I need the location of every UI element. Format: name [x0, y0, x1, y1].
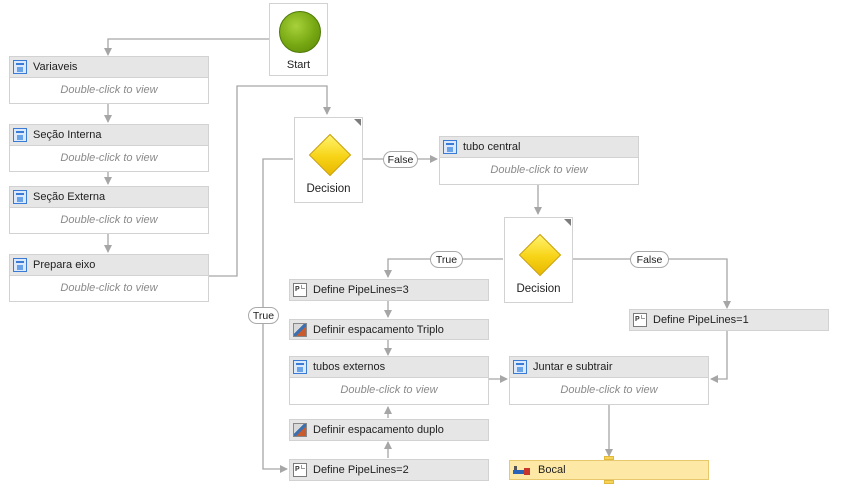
decision1-false-label[interactable]: False [383, 151, 418, 168]
sequence-header: tubos externos [290, 357, 488, 378]
decision1-true-label[interactable]: True [248, 307, 279, 324]
sequence-title: Variaveis [33, 61, 78, 73]
start-label: Start [286, 59, 311, 71]
sequence-title: tubos externos [313, 361, 386, 373]
connection-handle-top[interactable] [604, 456, 614, 460]
decision-label: Decision [306, 183, 351, 195]
decision-node-1[interactable]: Decision [294, 117, 363, 203]
activity-bocal[interactable]: Bocal [509, 460, 709, 480]
sequence-secao-interna[interactable]: Seção Interna Double-click to view [9, 124, 209, 172]
decision2-false-label[interactable]: False [630, 251, 669, 268]
start-node[interactable]: Start [269, 3, 328, 76]
sequence-title: Prepara eixo [33, 259, 96, 271]
decision-diamond-icon [308, 133, 352, 177]
activity-define-pipelines-2[interactable]: P Define PipeLines=2 [289, 459, 489, 481]
assign-activity-icon [293, 423, 307, 437]
code-activity-icon: P [633, 313, 647, 327]
sequence-title: Juntar e subtrair [533, 361, 613, 373]
sequence-icon [13, 258, 27, 272]
sequence-header: Seção Externa [10, 187, 208, 208]
expand-corner-icon [354, 119, 361, 126]
double-click-hint: Double-click to view [60, 152, 158, 164]
sequence-variaveis[interactable]: Variaveis Double-click to view [9, 56, 209, 104]
sequence-juntar-e-subtrair[interactable]: Juntar e subtrair Double-click to view [509, 356, 709, 405]
code-activity-icon: P [293, 283, 307, 297]
double-click-hint: Double-click to view [560, 384, 658, 396]
activity-title: Define PipeLines=1 [653, 314, 749, 326]
decision-node-2[interactable]: Decision [504, 217, 573, 303]
sequence-tubo-central[interactable]: tubo central Double-click to view [439, 136, 639, 185]
activity-title: Define PipeLines=2 [313, 464, 409, 476]
activity-define-pipelines-1[interactable]: P Define PipeLines=1 [629, 309, 829, 331]
activity-title: Definir espacamento duplo [313, 424, 444, 436]
double-click-hint: Double-click to view [60, 84, 158, 96]
sequence-title: Seção Interna [33, 129, 102, 141]
code-activity-icon: P [293, 463, 307, 477]
sequence-tubos-externos[interactable]: tubos externos Double-click to view [289, 356, 489, 405]
sequence-secao-externa[interactable]: Seção Externa Double-click to view [9, 186, 209, 234]
sequence-header: Variaveis [10, 57, 208, 78]
sequence-icon [513, 360, 527, 374]
sequence-header: tubo central [440, 137, 638, 158]
sequence-header: Prepara eixo [10, 255, 208, 276]
start-icon [279, 11, 321, 53]
sequence-title: tubo central [463, 141, 521, 153]
assign-activity-icon [293, 322, 307, 337]
activity-title: Define PipeLines=3 [313, 284, 409, 296]
decision2-true-label[interactable]: True [430, 251, 463, 268]
sequence-prepara-eixo[interactable]: Prepara eixo Double-click to view [9, 254, 209, 302]
double-click-hint: Double-click to view [490, 164, 588, 176]
double-click-hint: Double-click to view [340, 384, 438, 396]
connection-handle-bottom[interactable] [604, 480, 614, 484]
activity-define-pipelines-3[interactable]: P Define PipeLines=3 [289, 279, 489, 301]
activity-title: Bocal [538, 464, 566, 476]
activity-definir-espacamento-triplo[interactable]: Definir espacamento Triplo [289, 319, 489, 340]
sequence-icon [293, 360, 307, 374]
double-click-hint: Double-click to view [60, 282, 158, 294]
activity-definir-espacamento-duplo[interactable]: Definir espacamento duplo [289, 419, 489, 441]
sequence-icon [443, 140, 457, 154]
expand-corner-icon [564, 219, 571, 226]
decision-diamond-icon [518, 233, 562, 277]
decision-label: Decision [516, 283, 561, 295]
sequence-icon [13, 128, 27, 142]
activity-title: Definir espacamento Triplo [313, 323, 444, 336]
double-click-hint: Double-click to view [60, 214, 158, 226]
sequence-icon [13, 60, 27, 74]
custom-activity-icon [513, 466, 530, 475]
sequence-header: Seção Interna [10, 125, 208, 146]
sequence-title: Seção Externa [33, 191, 106, 203]
sequence-icon [13, 190, 27, 204]
sequence-header: Juntar e subtrair [510, 357, 708, 378]
